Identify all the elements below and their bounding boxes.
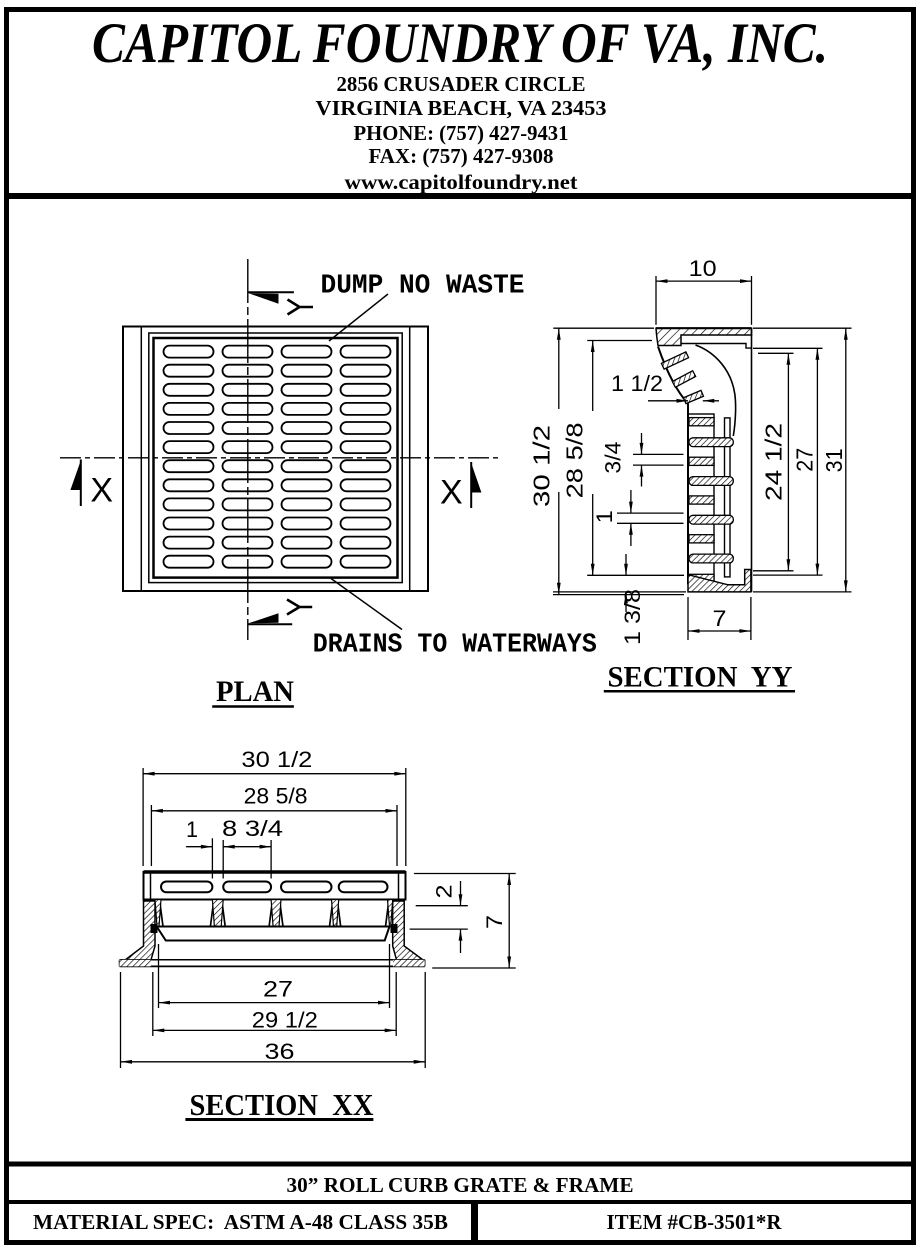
svg-text:MATERIAL SPEC: ASTM A-48 CLAS: MATERIAL SPEC: ASTM A-48 CLASS 35B — [33, 1210, 448, 1234]
svg-text:24 1/2: 24 1/2 — [761, 423, 787, 501]
svg-text:30 1/2: 30 1/2 — [528, 425, 554, 507]
svg-text:28 5/8: 28 5/8 — [244, 784, 308, 809]
svg-text:X: X — [440, 474, 463, 512]
svg-text:1 1/2: 1 1/2 — [611, 371, 663, 396]
svg-text:www.capitolfoundry.net: www.capitolfoundry.net — [345, 170, 578, 194]
svg-text:FAX: (757) 427-9308: FAX: (757) 427-9308 — [369, 144, 554, 168]
svg-text:DRAINS TO WATERWAYS: DRAINS TO WATERWAYS — [313, 631, 597, 661]
svg-text:7: 7 — [713, 606, 727, 631]
svg-text:2: 2 — [432, 885, 457, 899]
svg-text:SECTION XX: SECTION XX — [190, 1087, 375, 1122]
svg-text:27: 27 — [792, 448, 818, 472]
svg-text:36: 36 — [265, 1039, 295, 1064]
svg-text:X: X — [90, 472, 113, 510]
svg-text:CAPITOL FOUNDRY OF VA, INC.: CAPITOL FOUNDRY OF VA, INC. — [92, 12, 828, 75]
svg-text:7: 7 — [482, 915, 507, 929]
svg-text:27: 27 — [263, 977, 293, 1002]
svg-text:1: 1 — [592, 510, 617, 523]
svg-text:2856 CRUSADER CIRCLE: 2856 CRUSADER CIRCLE — [337, 72, 586, 96]
svg-text:10: 10 — [689, 256, 717, 281]
svg-text:30” ROLL CURB GRATE & FRAME: 30” ROLL CURB GRATE & FRAME — [287, 1173, 634, 1197]
svg-text:PLAN: PLAN — [216, 675, 294, 708]
svg-text:ITEM #CB-3501*R: ITEM #CB-3501*R — [607, 1210, 783, 1234]
svg-text:1: 1 — [186, 817, 198, 842]
svg-text:29 1/2: 29 1/2 — [252, 1008, 318, 1033]
svg-text:1 3/8: 1 3/8 — [620, 589, 645, 645]
svg-text:VIRGINIA BEACH, VA 23453: VIRGINIA BEACH, VA 23453 — [316, 96, 607, 120]
svg-text:8 3/4: 8 3/4 — [222, 816, 283, 841]
svg-text:30 1/2: 30 1/2 — [241, 747, 312, 772]
svg-text:31: 31 — [821, 448, 847, 472]
svg-text:3/4: 3/4 — [601, 442, 626, 474]
svg-text:SECTION YY: SECTION YY — [608, 661, 793, 693]
svg-text:PHONE: (757) 427-9431: PHONE: (757) 427-9431 — [354, 121, 569, 145]
svg-text:DUMP NO WASTE: DUMP NO WASTE — [321, 272, 525, 302]
svg-text:28 5/8: 28 5/8 — [562, 422, 588, 498]
